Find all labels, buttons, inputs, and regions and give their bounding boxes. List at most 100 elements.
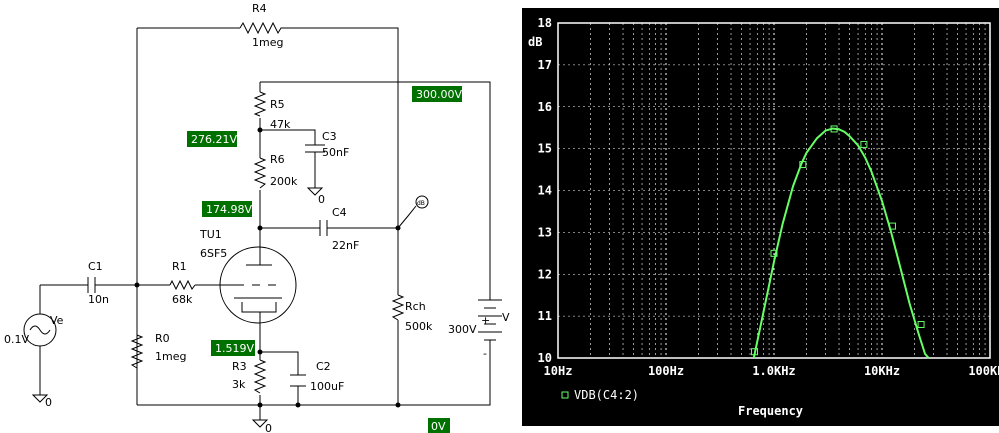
junction-dot [257,402,263,408]
ground-symbol [251,419,269,428]
junction-dot [257,127,263,133]
legend-marker-icon [561,391,569,399]
voltage-marker-plate: 174.98V [202,201,252,217]
r6-name: R6 [270,153,285,166]
tube-value: 6SF5 [200,247,227,260]
c1-name: C1 [88,260,103,273]
y-axis-label: dB [528,35,542,49]
voltage-supply-text: 300.00V [416,88,462,101]
c2-capacitor [290,374,306,387]
series-line-vdb-c4-2 [752,127,930,359]
junction-dot [395,225,401,231]
junction-dot [257,349,263,355]
y-tick-label: 12 [538,267,552,281]
series-marker [888,222,896,230]
r4-name: R4 [252,2,267,15]
r6-value: 200k [270,175,298,188]
r5-resistor [253,91,267,117]
rch-value: 500k [405,320,433,333]
voltage-marker-cathode: 1.519V [211,340,255,356]
wire [39,284,222,395]
c1-value: 10n [88,293,109,306]
c4-name: C4 [332,206,347,219]
r6-resistor [253,157,267,189]
ve-ac-source [23,305,57,355]
wire [137,27,399,228]
rch-resistor [391,294,405,321]
series-marker [799,161,807,169]
junction-dot [295,402,301,408]
r3-value: 3k [232,378,246,391]
voltage-marker-ground: 0V [428,418,450,433]
x-tick-label: 100Hz [648,364,684,378]
y-tick-label: 10 [538,351,552,365]
c3-name: C3 [322,130,337,143]
voltage-ground-text: 0V [431,420,446,433]
r3-resistor [253,359,267,394]
ground-symbol [31,394,49,403]
x-axis-label: Frequency [738,404,803,418]
y-tick-label: 11 [538,309,552,323]
r0-resistor [130,334,144,369]
ve-value: 0.1V [4,333,29,346]
wire [260,81,491,406]
x-tick-label: 1.0KHz [752,364,795,378]
c4-value: 22nF [332,239,359,252]
v2-plus-sign: + [481,314,490,327]
v2-minus-sign: - [483,347,487,360]
db-probe-marker [397,195,429,229]
y-tick-label: 13 [538,225,552,239]
voltage-marker-r5-r6: 276.21V [187,131,237,147]
r1-name: R1 [172,260,187,273]
c2-value: 100uF [310,380,344,393]
c3-value: 50nF [322,146,349,159]
tube-6sf5 [219,246,297,324]
v2-value: 300V [448,323,477,336]
v2-name: V2 [502,311,510,324]
legend-entry-vdb: VDB(C4:2) [574,388,639,402]
r1-value: 68k [172,293,193,306]
y-tick-label: 16 [538,100,552,114]
voltage-plate-text: 174.98V [206,203,252,216]
ve-ground-label: 0 [45,396,52,409]
series-marker [751,348,759,356]
series-markers [751,125,925,356]
y-tick-label: 18 [538,16,552,30]
ground-symbol [306,187,324,196]
ve-name: Ve [50,314,64,327]
r0-name: R0 [155,332,170,345]
legend: VDB(C4:2) [561,388,639,402]
junction-dot [257,225,263,231]
voltage-r5-r6-text: 276.21V [191,133,237,146]
c3-capacitor [305,144,325,158]
voltage-marker-supply: 300.00V [412,86,462,102]
circuit-schematic: R4 1meg R5 47k C3 50nF 0 R6 200k C4 22nF… [4,2,510,433]
c4-capacitor [319,220,330,236]
r5-name: R5 [270,98,285,111]
r0-value: 1meg [155,350,186,363]
tube-name: TU1 [199,228,222,241]
plot-grid [557,22,990,359]
c3-ground-label: 0 [318,193,325,206]
main-ground-label: 0 [265,422,272,433]
r4-resistor [239,21,284,35]
x-tick-label: 10Hz [544,364,573,378]
r5-value: 47k [270,118,291,131]
plot-background [522,8,999,426]
x-tick-label: 100KHz [968,364,999,378]
wire [260,129,316,188]
probe-label: dB [417,200,425,207]
series-marker [830,125,838,133]
series-marker [860,140,868,148]
y-tick-label: 15 [538,142,552,156]
c2-name: C2 [316,360,331,373]
series-marker [917,321,925,328]
series-marker [770,249,778,257]
junction-dot [395,402,401,408]
r4-value: 1meg [252,36,283,49]
y-tick-label: 14 [538,184,552,198]
c1-capacitor [87,277,98,293]
rch-name: Rch [405,300,426,313]
